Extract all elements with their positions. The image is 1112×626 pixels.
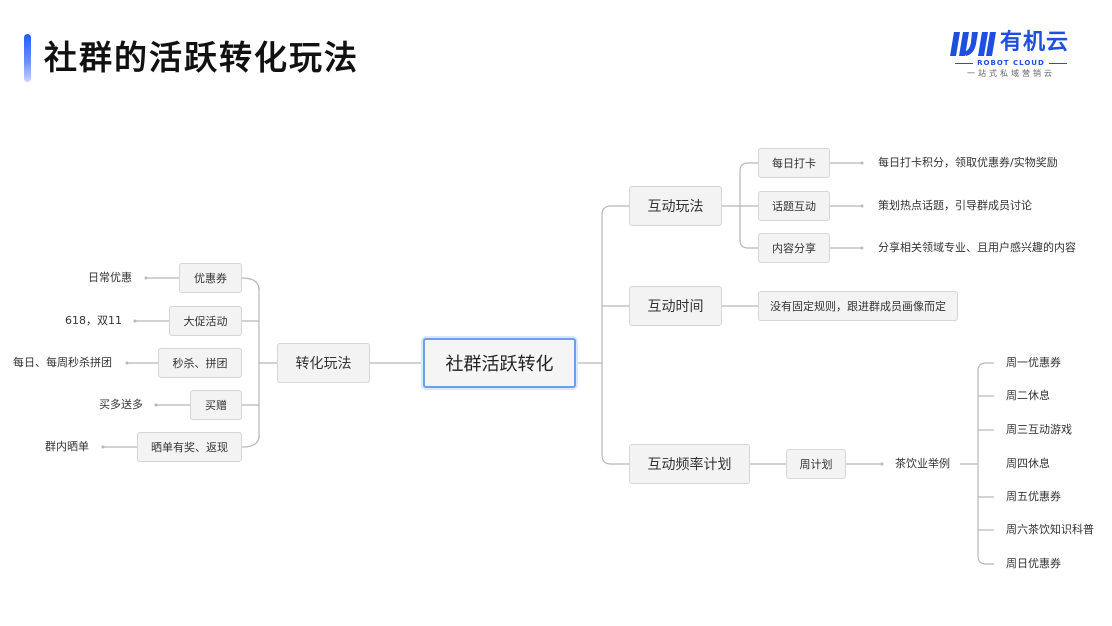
branch-interaction[interactable]: 互动玩法: [629, 186, 722, 226]
logo-english: ROBOT CLOUD: [950, 59, 1072, 68]
node-show-order[interactable]: 晒单有奖、返现: [137, 432, 242, 462]
leaf-618: 618，双11: [65, 314, 122, 327]
leaf-day-sat: 周六茶饮知识科普: [1006, 523, 1094, 536]
node-big-promo[interactable]: 大促活动: [169, 306, 242, 336]
leaf-topic-guide: 策划热点话题，引导群成员讨论: [878, 199, 1032, 212]
page-title: 社群的活跃转化玩法: [44, 38, 359, 77]
leaf-daily-offer: 日常优惠: [88, 271, 132, 284]
leaf-buy-more: 买多送多: [99, 398, 143, 411]
node-timing-rule[interactable]: 没有固定规则，跟进群成员画像而定: [758, 291, 958, 321]
leaf-day-fri: 周五优惠券: [1006, 490, 1061, 503]
leaf-tea-example: 茶饮业举例: [895, 457, 950, 470]
node-buy-gift[interactable]: 买赠: [190, 390, 242, 420]
node-topic[interactable]: 话题互动: [758, 191, 830, 221]
center-node[interactable]: 社群活跃转化: [423, 338, 576, 388]
title-accent-bar: [24, 34, 31, 82]
node-content-share[interactable]: 内容分享: [758, 233, 830, 263]
leaf-checkin-reward: 每日打卡积分，领取优惠券/实物奖励: [878, 156, 1058, 169]
leaf-share-content: 分享相关领域专业、且用户感兴趣的内容: [878, 241, 1076, 254]
branch-conversion[interactable]: 转化玩法: [277, 343, 370, 383]
node-flash-sale[interactable]: 秒杀、拼团: [158, 348, 242, 378]
logo-mark-icon: [950, 32, 996, 56]
leaf-day-wed: 周三互动游戏: [1006, 423, 1072, 436]
leaf-day-thu: 周四休息: [1006, 457, 1050, 470]
branch-frequency[interactable]: 互动频率计划: [629, 444, 750, 484]
branch-timing[interactable]: 互动时间: [629, 286, 722, 326]
logo-slogan: 一站式私域营销云: [967, 69, 1055, 78]
leaf-day-tue: 周二休息: [1006, 389, 1050, 402]
leaf-day-sun: 周日优惠券: [1006, 557, 1061, 570]
node-daily-checkin[interactable]: 每日打卡: [758, 148, 830, 178]
brand-logo: 有机云 ROBOT CLOUD 一站式私域营销云: [950, 28, 1080, 80]
leaf-day-mon: 周一优惠券: [1006, 356, 1061, 369]
leaf-flash-schedule: 每日、每周秒杀拼团: [13, 356, 112, 369]
node-weekly-plan[interactable]: 周计划: [786, 449, 846, 479]
logo-name: 有机云: [1000, 30, 1070, 55]
leaf-group-show: 群内晒单: [45, 440, 89, 453]
node-coupon[interactable]: 优惠券: [179, 263, 242, 293]
